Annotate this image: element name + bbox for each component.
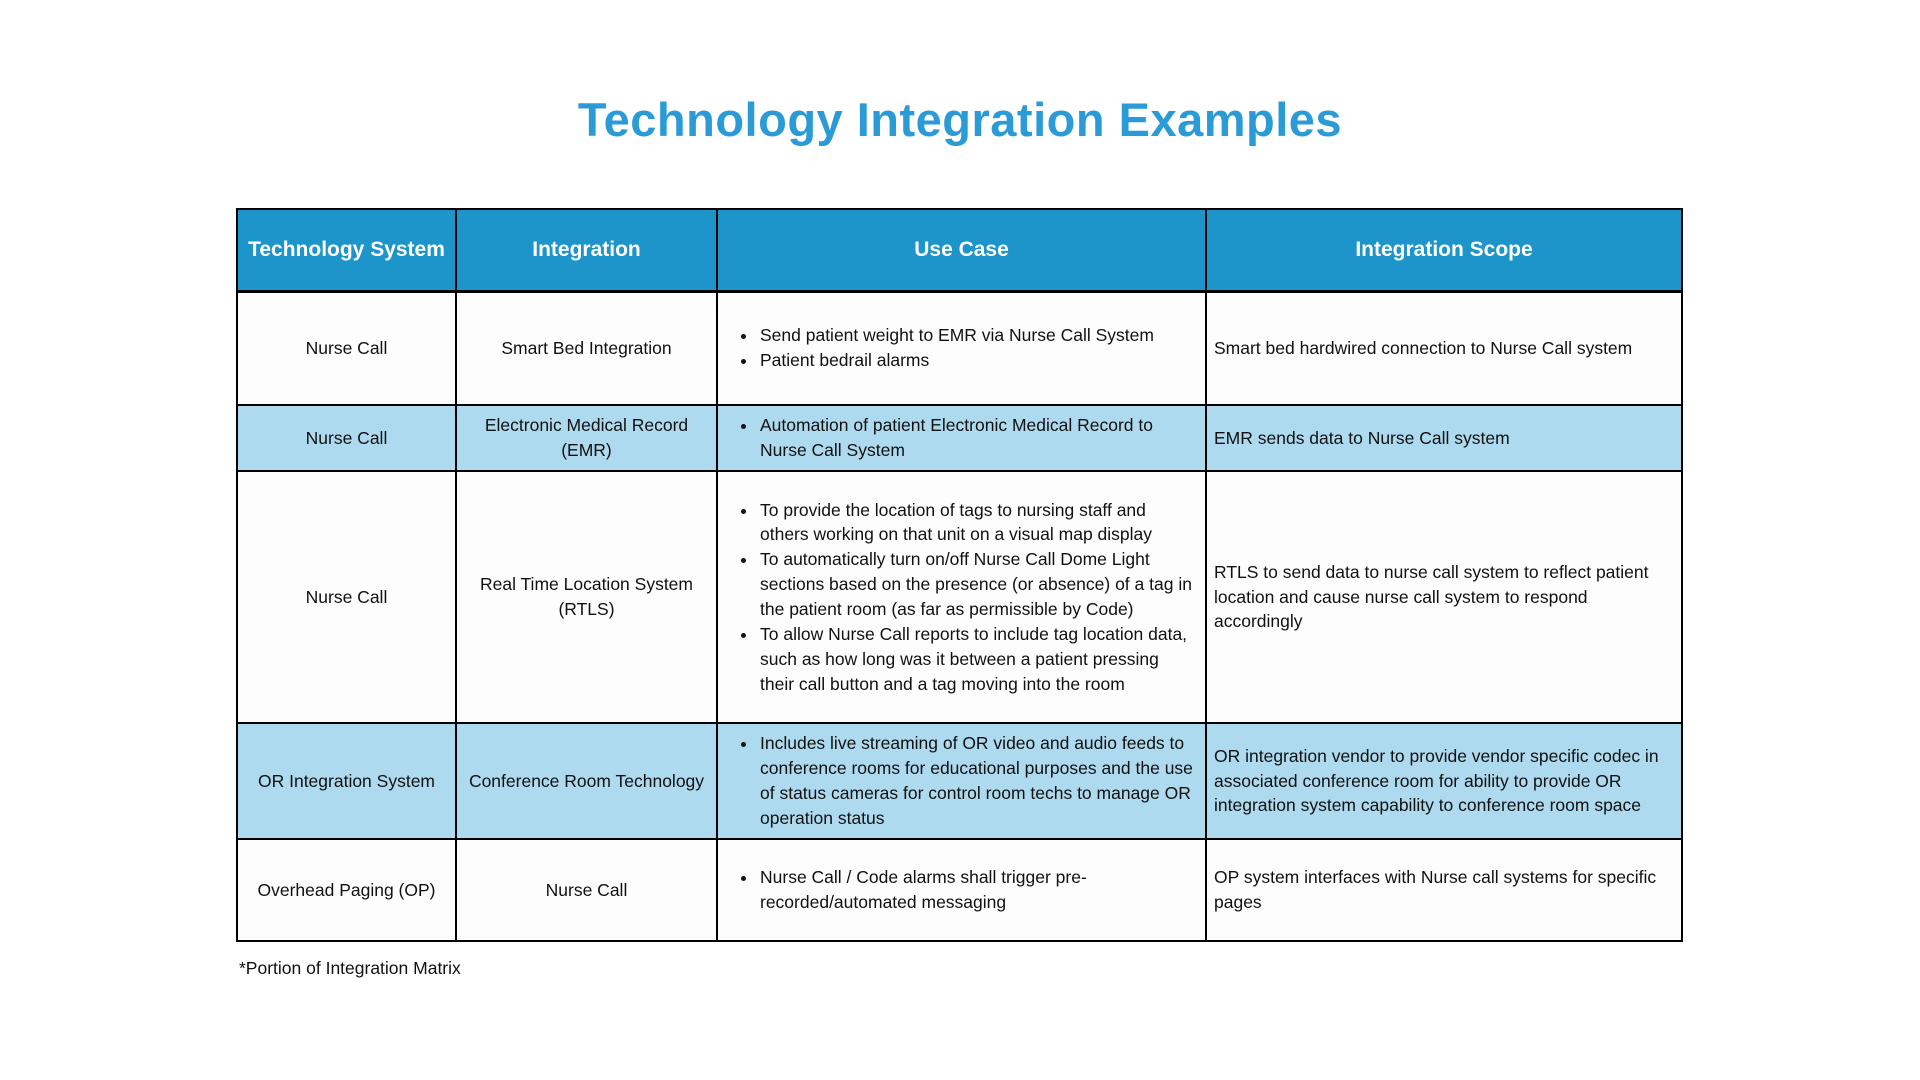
integration-scope-cell: Smart bed hardwired connection to Nurse … <box>1205 290 1683 406</box>
integration-scope-cell: RTLS to send data to nurse call system t… <box>1205 470 1683 724</box>
column-header-use-case: Use Case <box>716 208 1207 293</box>
table-row: Nurse Call Electronic Medical Record (EM… <box>236 404 1683 472</box>
use-case-cell: Includes live streaming of OR video and … <box>716 722 1207 840</box>
table-body: Nurse Call Smart Bed Integration Send pa… <box>236 290 1683 942</box>
column-header-integration: Integration <box>455 208 718 293</box>
footnote: *Portion of Integration Matrix <box>239 958 461 978</box>
technology-system-cell: Nurse Call <box>236 470 457 724</box>
use-case-list: Includes live streaming of OR video and … <box>726 731 1197 830</box>
column-header-technology-system: Technology System <box>236 208 457 293</box>
use-case-bullet: To automatically turn on/off Nurse Call … <box>758 547 1197 622</box>
use-case-cell: Send patient weight to EMR via Nurse Cal… <box>716 290 1207 406</box>
technology-system-cell: Overhead Paging (OP) <box>236 838 457 942</box>
column-header-integration-scope: Integration Scope <box>1205 208 1683 293</box>
use-case-bullet: To provide the location of tags to nursi… <box>758 498 1197 548</box>
integration-cell: Smart Bed Integration <box>455 290 718 406</box>
use-case-bullet: To allow Nurse Call reports to include t… <box>758 622 1197 697</box>
integration-scope-cell: OP system interfaces with Nurse call sys… <box>1205 838 1683 942</box>
use-case-bullet: Includes live streaming of OR video and … <box>758 731 1197 830</box>
technology-system-cell: Nurse Call <box>236 290 457 406</box>
use-case-cell: To provide the location of tags to nursi… <box>716 470 1207 724</box>
table-row: Nurse Call Smart Bed Integration Send pa… <box>236 290 1683 406</box>
table-row: OR Integration System Conference Room Te… <box>236 722 1683 840</box>
integration-table-container: Technology System Integration Use Case I… <box>236 208 1683 942</box>
table-header-row: Technology System Integration Use Case I… <box>236 208 1683 293</box>
use-case-bullet: Automation of patient Electronic Medical… <box>758 413 1197 463</box>
use-case-bullet: Send patient weight to EMR via Nurse Cal… <box>758 323 1197 348</box>
use-case-list: Nurse Call / Code alarms shall trigger p… <box>726 865 1197 915</box>
use-case-list: Automation of patient Electronic Medical… <box>726 413 1197 463</box>
use-case-bullet: Nurse Call / Code alarms shall trigger p… <box>758 865 1197 915</box>
integration-cell: Real Time Location System (RTLS) <box>455 470 718 724</box>
integration-scope-cell: OR integration vendor to provide vendor … <box>1205 722 1683 840</box>
technology-system-cell: OR Integration System <box>236 722 457 840</box>
table-row: Nurse Call Real Time Location System (RT… <box>236 470 1683 724</box>
integration-cell: Conference Room Technology <box>455 722 718 840</box>
page-title: Technology Integration Examples <box>577 93 1343 146</box>
integration-table: Technology System Integration Use Case I… <box>236 208 1683 942</box>
integration-scope-cell: EMR sends data to Nurse Call system <box>1205 404 1683 472</box>
use-case-bullet: Patient bedrail alarms <box>758 348 1197 373</box>
use-case-cell: Nurse Call / Code alarms shall trigger p… <box>716 838 1207 942</box>
technology-system-cell: Nurse Call <box>236 404 457 472</box>
table-row: Overhead Paging (OP) Nurse Call Nurse Ca… <box>236 838 1683 942</box>
use-case-list: To provide the location of tags to nursi… <box>726 498 1197 697</box>
use-case-list: Send patient weight to EMR via Nurse Cal… <box>726 323 1197 373</box>
integration-cell: Electronic Medical Record (EMR) <box>455 404 718 472</box>
integration-cell: Nurse Call <box>455 838 718 942</box>
use-case-cell: Automation of patient Electronic Medical… <box>716 404 1207 472</box>
